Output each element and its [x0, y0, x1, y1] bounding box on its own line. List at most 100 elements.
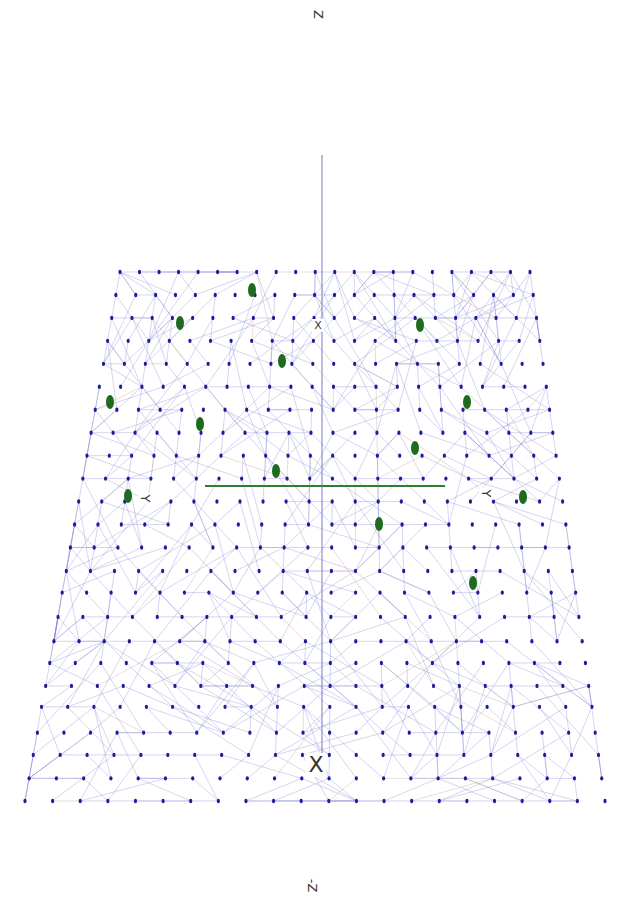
lattice-dot [353, 339, 356, 343]
lattice-dot [587, 684, 590, 688]
lattice-link [465, 778, 522, 801]
lattice-dot [507, 661, 510, 665]
lattice-dot [590, 705, 593, 709]
lattice-dot [130, 453, 133, 457]
lattice-link [458, 663, 463, 733]
lattice-dot [438, 799, 441, 803]
lattice-dot [252, 661, 255, 665]
lattice-link [91, 707, 121, 733]
lattice-link [482, 341, 519, 387]
lattice-link [193, 778, 219, 801]
lattice-link [356, 707, 410, 755]
lattice-link [462, 663, 509, 733]
lattice-dot [333, 293, 336, 297]
lattice-link [209, 593, 257, 617]
lattice-dot [128, 639, 131, 643]
lattice-link [395, 317, 456, 318]
lattice-dot [401, 545, 404, 549]
lattice-dot [312, 339, 315, 343]
lattice-dot [92, 705, 95, 709]
lattice-dot [306, 569, 309, 573]
lattice-link [116, 272, 120, 295]
lattice-dot [484, 684, 487, 688]
lattice-link [174, 410, 182, 479]
lattice-link [354, 272, 395, 341]
lattice-link [459, 686, 461, 707]
lattice-dot [500, 362, 503, 366]
lattice-dot [576, 799, 579, 803]
lattice-dot [93, 545, 96, 549]
lattice-dot [515, 499, 518, 503]
lattice-link [384, 707, 409, 778]
lattice-link [180, 617, 207, 641]
lattice-dot [268, 385, 271, 389]
lattice-dot [423, 499, 426, 503]
lattice-dot [328, 753, 331, 757]
lattice-dot [568, 545, 571, 549]
lattice-link [278, 663, 330, 686]
lattice-dot [154, 293, 157, 297]
lattice-link [195, 755, 219, 801]
lattice-dot [393, 293, 396, 297]
lattice-link [378, 502, 379, 571]
lattice-dot [85, 590, 88, 594]
lattice-link [354, 272, 355, 295]
lattice-dot [381, 730, 384, 734]
lattice-dot [171, 316, 174, 320]
lattice-dot [254, 639, 257, 643]
lattice-link [257, 272, 274, 318]
lattice-link [179, 272, 199, 273]
lattice-link [50, 641, 104, 663]
lattice-link [310, 410, 312, 433]
lattice-dots [23, 270, 606, 803]
lattice-link [598, 755, 601, 778]
lattice-dot [272, 316, 275, 320]
lattice-link [493, 778, 550, 801]
lattice-dot [280, 615, 283, 619]
lattice-dot [223, 408, 226, 412]
lattice-dot [309, 453, 312, 457]
lattice-link [504, 318, 537, 387]
lattice-link [496, 317, 516, 318]
lattice-dot [520, 545, 523, 549]
lattice-dot [528, 615, 531, 619]
lattice-link [303, 707, 305, 733]
lattice-link [452, 272, 474, 295]
lattice-link [506, 410, 511, 456]
lattice-link [307, 593, 356, 617]
lattice-dot [66, 705, 69, 709]
lattice-dot [505, 639, 508, 643]
lattice-link [545, 755, 548, 778]
lattice-link [94, 707, 114, 755]
lattice-link [355, 571, 405, 617]
lattice-link [355, 525, 402, 572]
lattice-dot [185, 569, 188, 573]
lattice-link [179, 272, 196, 295]
lattice-link [401, 502, 449, 525]
lattice-link [331, 617, 406, 641]
lattice-dot [433, 705, 436, 709]
lattice-dot [123, 362, 126, 366]
lattice-dot [478, 615, 481, 619]
lattice-dot [307, 522, 310, 526]
lattice-dot [203, 639, 206, 643]
lattice-dot [251, 684, 254, 688]
lattice-dot [378, 545, 381, 549]
lattice-link [223, 686, 304, 733]
lattice-dot [271, 339, 274, 343]
lattice-dot [232, 316, 235, 320]
lattice-link [180, 617, 207, 641]
lattice-link [271, 341, 313, 364]
lattice-link [329, 778, 356, 801]
lattice-dot [416, 362, 419, 366]
lattice-link [231, 341, 247, 410]
lattice-link [166, 364, 184, 387]
lattice-link [68, 707, 114, 755]
lattice-link [355, 502, 403, 571]
lattice-link [399, 433, 423, 479]
lattice-link [540, 479, 560, 502]
lattice-link [211, 341, 271, 364]
lattice-link [566, 525, 569, 548]
lattice-dot [199, 430, 202, 434]
lattice-link [377, 433, 399, 456]
